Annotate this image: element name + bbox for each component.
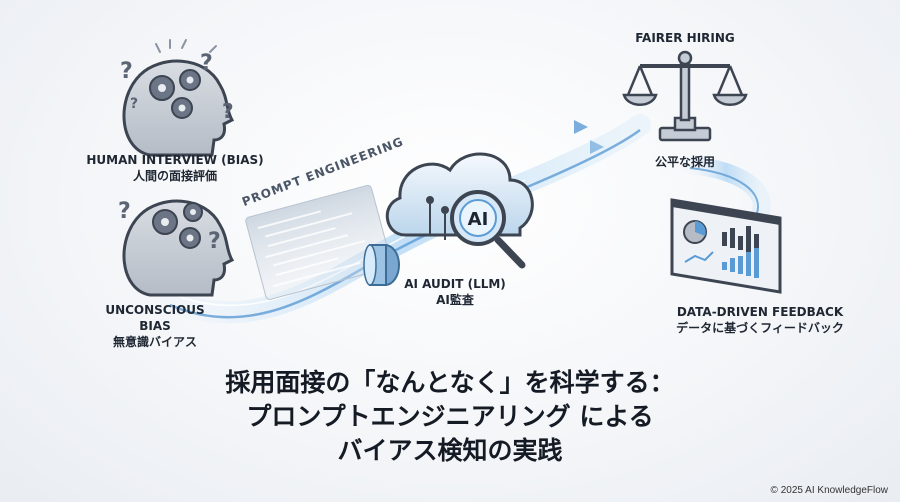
unconscious-bias-label-ja: 無意識バイアス: [112, 335, 197, 349]
svg-text:?: ?: [118, 199, 131, 224]
feedback-label: DATA-DRIVEN FEEDBACK データに基づくフィードバック: [640, 304, 880, 336]
svg-text:?: ?: [120, 59, 133, 84]
magnifier-icon: [450, 190, 526, 269]
page-title-line-3: バイアス検知の実践: [337, 436, 563, 465]
feedback-label-ja: データに基づくフィードバック: [676, 321, 844, 335]
unconscious-bias-label-en-2: BIAS: [139, 319, 171, 333]
human-head-icon: [122, 59, 235, 157]
ai-badge: AI: [468, 209, 489, 230]
question-mark-icon: ? ?: [118, 199, 221, 254]
ai-audit-label-ja: AI監査: [436, 293, 474, 307]
spark-lines: [155, 39, 217, 53]
question-mark-icon: ? ? ? ?: [120, 51, 234, 123]
fairer-hiring-label-en: FAIRER HIRING: [635, 31, 735, 45]
unconscious-bias-label: UNCONSCIOUS BIAS 無意識バイアス: [95, 302, 215, 350]
svg-text:?: ?: [222, 99, 234, 123]
page-title-line-1: 採用面接の「なんとなく」を科学する：: [225, 368, 675, 397]
fairer-hiring-label-ja: 公平な採用: [654, 155, 715, 169]
human-interview-label-ja: 人間の面接評価: [132, 169, 217, 183]
code-panel: [245, 184, 393, 300]
input-pipe: [363, 244, 400, 286]
svg-text:?: ?: [208, 229, 221, 254]
ai-audit-label: AI AUDIT (LLM) AI監査: [390, 276, 520, 308]
balance-scale-icon: [622, 50, 748, 142]
ai-audit-label-en: AI AUDIT (LLM): [404, 277, 506, 291]
human-interview-label-en: HUMAN INTERVIEW (BIAS): [86, 153, 264, 167]
feedback-label-en: DATA-DRIVEN FEEDBACK: [676, 305, 844, 319]
svg-text:?: ?: [130, 96, 138, 112]
page-title-line-2: プロンプトエンジニアリング による: [246, 402, 654, 431]
copyright-text: © 2025 AI KnowledgeFlow: [770, 485, 888, 496]
dashboard-icon: [670, 198, 782, 294]
human-head-icon: [122, 199, 235, 297]
svg-text:?: ?: [200, 51, 213, 76]
human-interview-label: HUMAN INTERVIEW (BIAS) 人間の面接評価: [80, 152, 270, 184]
unconscious-bias-label-en-1: UNCONSCIOUS: [105, 303, 205, 317]
